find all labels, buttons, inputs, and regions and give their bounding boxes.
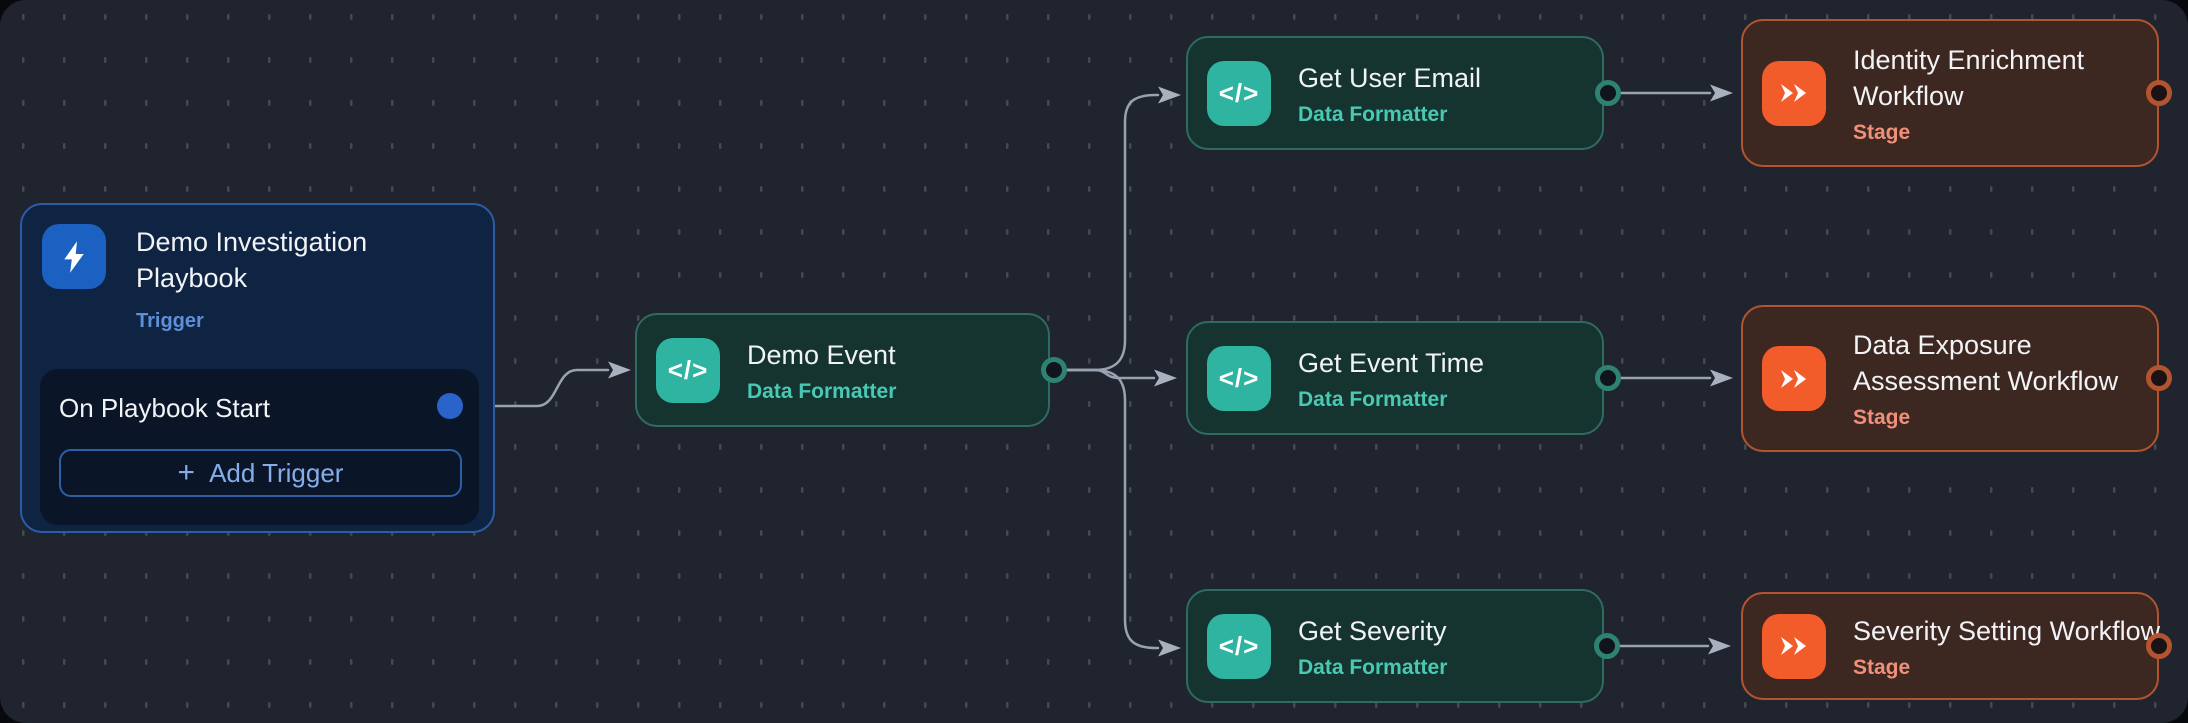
add-trigger-label: Add Trigger bbox=[209, 457, 344, 488]
arrowhead-icon bbox=[1154, 369, 1177, 387]
port-get-event-time-output[interactable] bbox=[1595, 365, 1621, 391]
node-get-severity[interactable]: </> Get Severity Data Formatter bbox=[1186, 589, 1604, 703]
arrowhead-icon bbox=[1158, 86, 1181, 104]
node-title: Get User Email bbox=[1298, 62, 1482, 93]
node-subtitle: Data Formatter bbox=[1298, 655, 1448, 679]
arrowhead-icon bbox=[1708, 637, 1731, 655]
node-title: Data Exposure Assessment Workflow bbox=[1853, 330, 2119, 396]
fast-forward-icon bbox=[1762, 60, 1826, 126]
code-icon: </> bbox=[1207, 60, 1271, 126]
node-get-user-email[interactable]: </> Get User Email Data Formatter bbox=[1186, 36, 1604, 150]
node-subtitle: Data Formatter bbox=[1298, 387, 1448, 411]
node-subtitle: Data Formatter bbox=[1298, 102, 1448, 126]
arrowhead-icon bbox=[1710, 84, 1733, 102]
node-title: Demo Event bbox=[747, 339, 896, 370]
node-get-event-time[interactable]: </> Get Event Time Data Formatter bbox=[1186, 321, 1604, 435]
code-icon: </> bbox=[656, 337, 720, 403]
node-severity-setting-workflow[interactable]: Severity Setting Workflow Stage bbox=[1741, 592, 2161, 700]
arrowhead-icon bbox=[1710, 369, 1733, 387]
node-title: Get Severity bbox=[1298, 615, 1447, 646]
node-title: Identity Enrichment Workflow bbox=[1853, 44, 2085, 111]
add-trigger-button[interactable]: + Add Trigger bbox=[59, 449, 462, 497]
port-identity-enrichment-output[interactable] bbox=[2146, 80, 2172, 106]
node-demo-investigation-playbook[interactable]: Demo Investigation Playbook Trigger On P… bbox=[20, 203, 495, 533]
node-title: Severity Setting Workflow bbox=[1853, 615, 2161, 646]
arrowhead-icon bbox=[1158, 639, 1181, 657]
trigger-item-label: On Playbook Start bbox=[59, 392, 270, 423]
port-get-user-email-output[interactable] bbox=[1595, 80, 1621, 106]
plus-icon: + bbox=[177, 456, 196, 489]
code-icon: </> bbox=[1207, 345, 1271, 411]
lightning-icon bbox=[42, 224, 106, 289]
edge-demo-event-to-get-user-email bbox=[1065, 93, 1160, 372]
node-subtitle: Stage bbox=[1853, 120, 1911, 144]
port-get-severity-output[interactable] bbox=[1594, 633, 1620, 659]
node-type-label: Trigger bbox=[136, 310, 204, 332]
node-subtitle: Stage bbox=[1853, 406, 1911, 429]
port-severity-setting-output[interactable] bbox=[2146, 633, 2172, 659]
edge-demo-event-to-get-severity bbox=[1065, 368, 1160, 650]
trigger-list-panel: On Playbook Start + Add Trigger bbox=[40, 369, 479, 525]
node-title: Get Event Time bbox=[1298, 347, 1485, 378]
fast-forward-icon bbox=[1762, 613, 1826, 679]
fast-forward-icon bbox=[1762, 346, 1826, 411]
node-subtitle: Stage bbox=[1853, 655, 1911, 679]
edge-trigger-to-demo-event bbox=[448, 368, 610, 408]
code-icon: </> bbox=[1207, 613, 1271, 679]
node-demo-event[interactable]: </> Demo Event Data Formatter bbox=[635, 313, 1050, 427]
port-demo-event-output[interactable] bbox=[1041, 357, 1067, 383]
node-title: Demo Investigation Playbook bbox=[136, 227, 368, 293]
trigger-item-on-playbook-start[interactable]: On Playbook Start bbox=[40, 369, 479, 447]
port-on-playbook-start-output[interactable] bbox=[437, 393, 463, 419]
port-data-exposure-output[interactable] bbox=[2146, 365, 2172, 391]
node-identity-enrichment-workflow[interactable]: Identity Enrichment Workflow Stage bbox=[1741, 19, 2159, 167]
arrowhead-icon bbox=[608, 361, 631, 379]
node-subtitle: Data Formatter bbox=[747, 379, 897, 403]
trigger-card-header: Demo Investigation Playbook Trigger bbox=[22, 205, 493, 333]
node-data-exposure-assessment-workflow[interactable]: Data Exposure Assessment Workflow Stage bbox=[1741, 305, 2159, 452]
